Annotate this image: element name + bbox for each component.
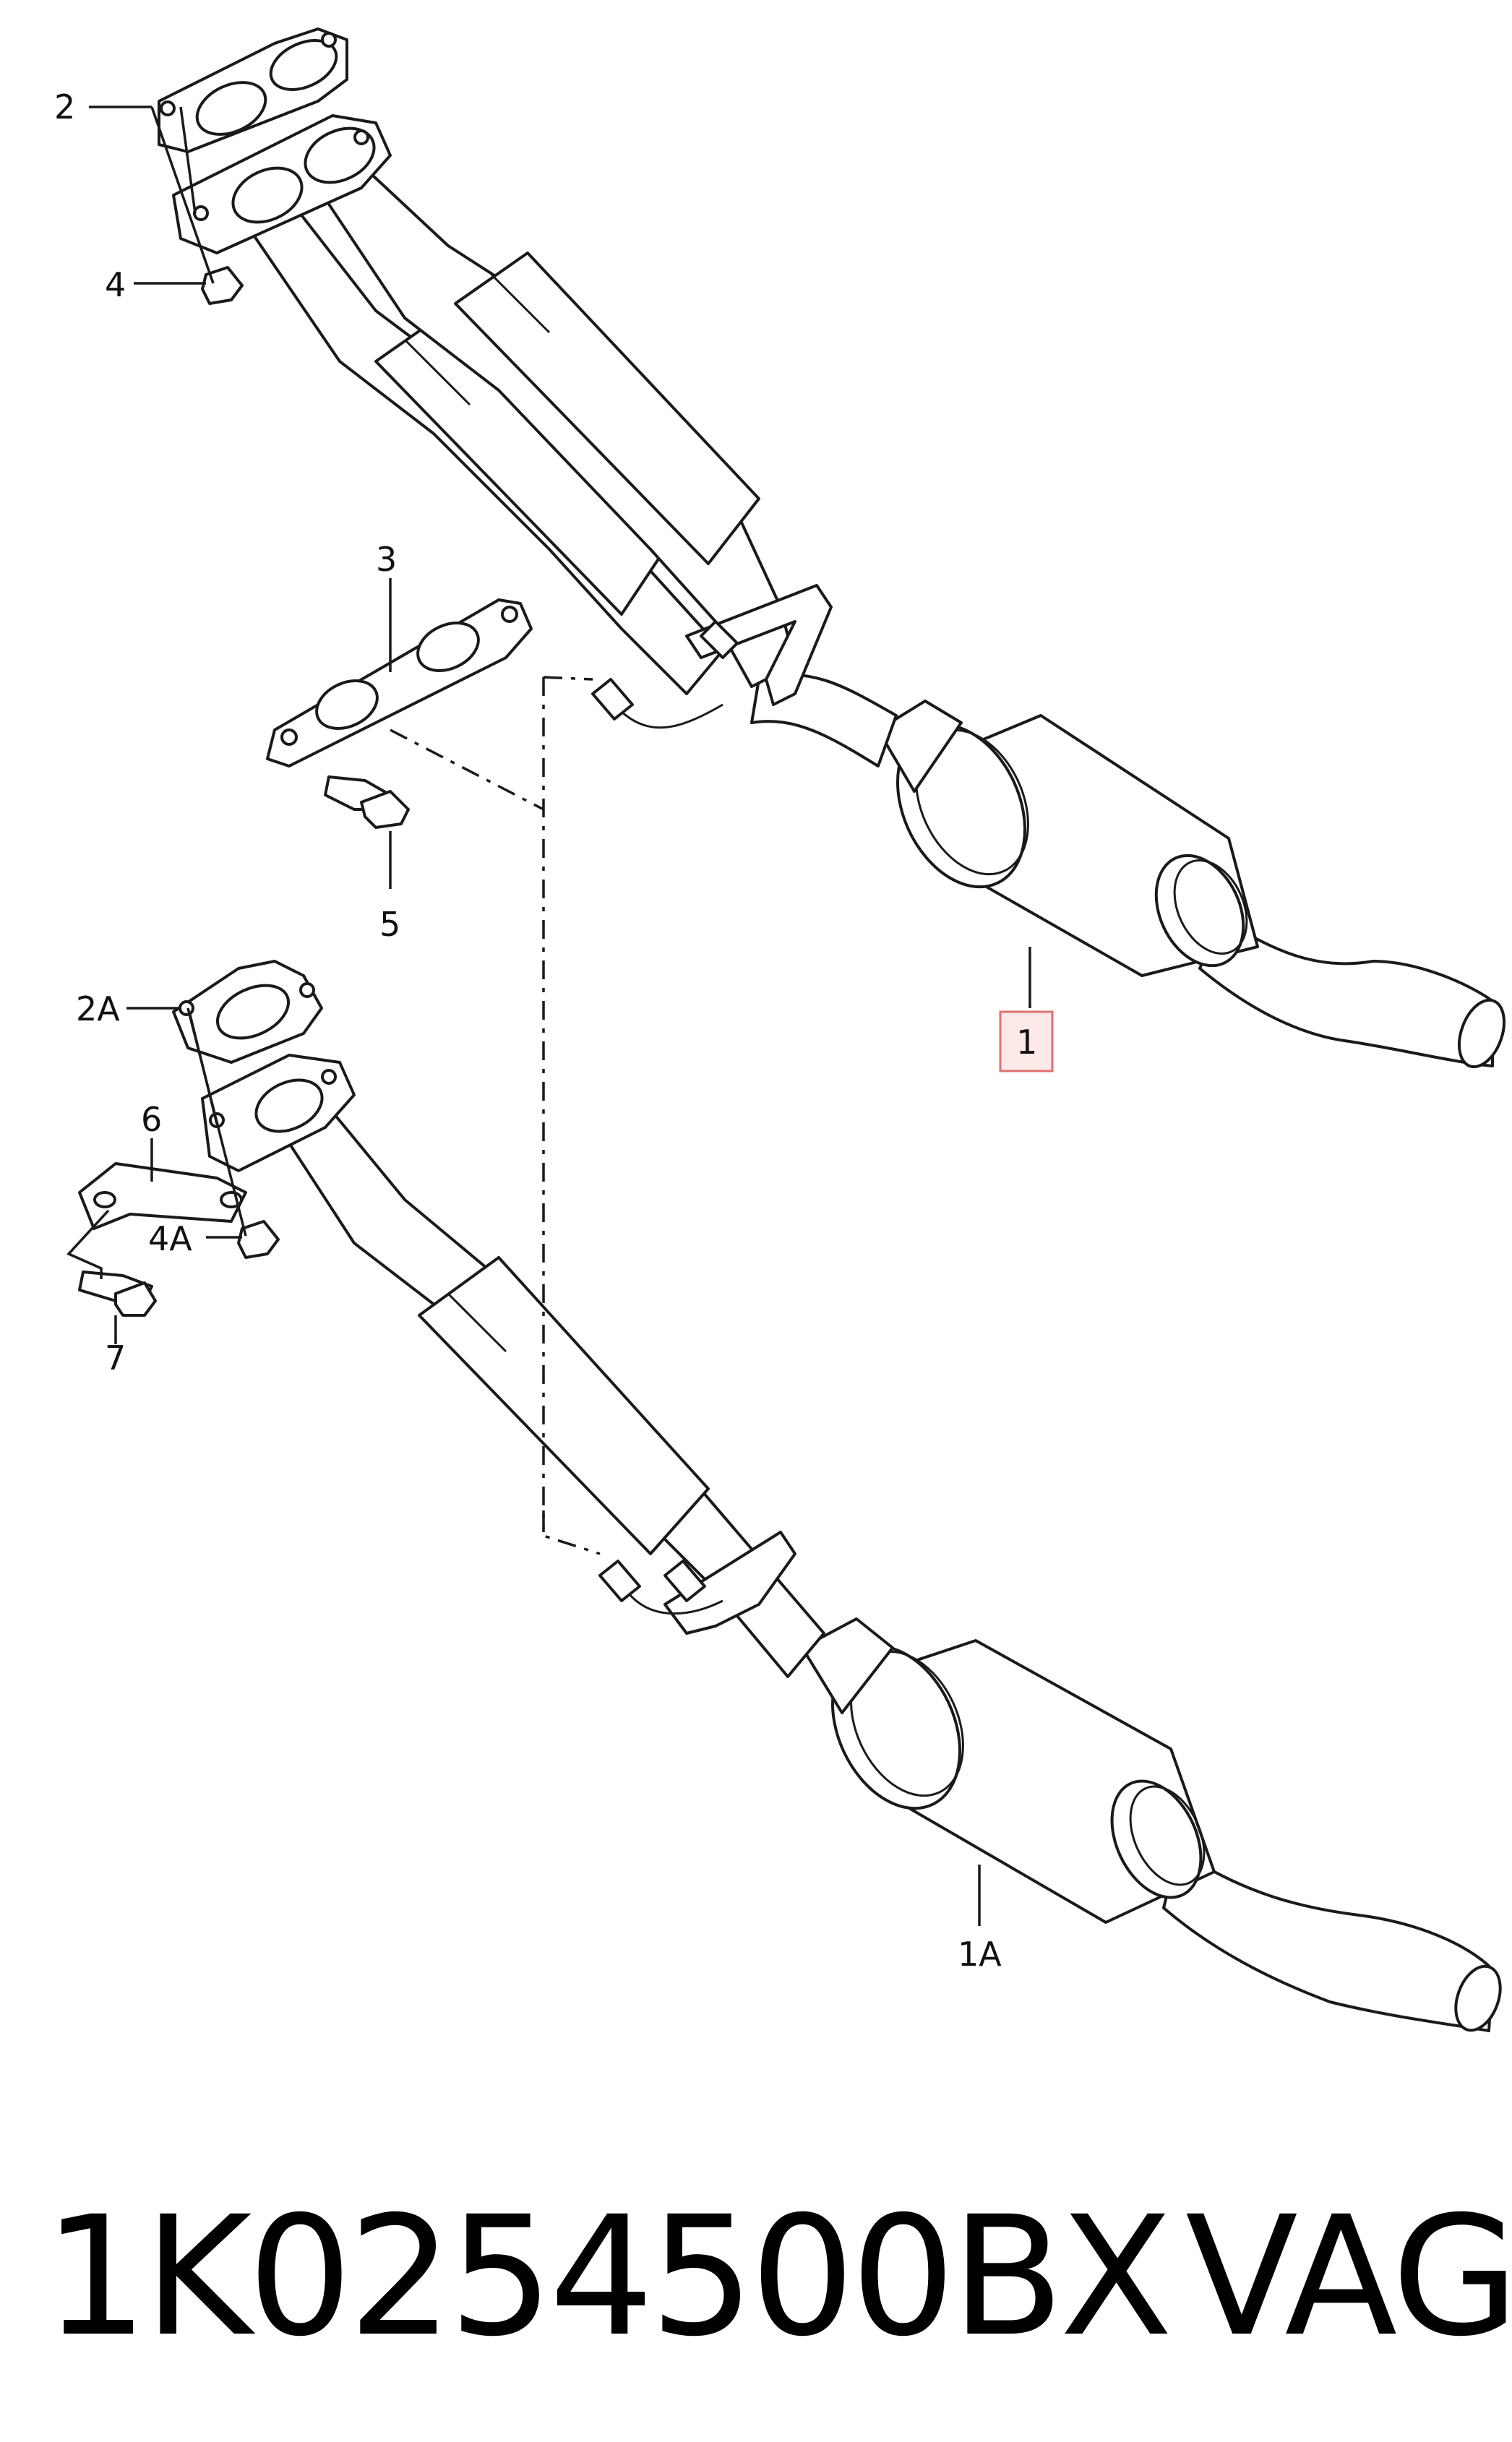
catalytic-converter-assembly-1a[interactable]: [78, 960, 1508, 2037]
callout-1: 1: [1016, 1023, 1037, 1062]
callout-1a: 1A: [958, 1935, 1002, 1974]
catalytic-converter-assembly-1[interactable]: [158, 27, 1512, 1073]
callout-5: 5: [379, 905, 400, 944]
callout-1-highlight[interactable]: [999, 1010, 1054, 1072]
dashed-link-upper: [390, 676, 593, 1532]
callout-4: 4: [105, 265, 126, 304]
brand-name: VAG: [1185, 2180, 1512, 2373]
callout-2: 2: [54, 87, 75, 126]
part-number: 1K0254500BX: [43, 2180, 1173, 2373]
callout-4a: 4A: [148, 1219, 192, 1258]
callout-3: 3: [376, 540, 397, 579]
callout-7: 7: [105, 1338, 126, 1377]
part-number-caption: 1K0254500BX VAG: [43, 2180, 1512, 2373]
flange-gasket-3[interactable]: [266, 598, 533, 768]
callout-6: 6: [141, 1100, 162, 1139]
callout-2a: 2A: [76, 989, 120, 1028]
leader-lines: [66, 106, 1031, 1926]
dashed-link-lower: [542, 1510, 601, 1555]
bolt-5[interactable]: [324, 775, 410, 829]
